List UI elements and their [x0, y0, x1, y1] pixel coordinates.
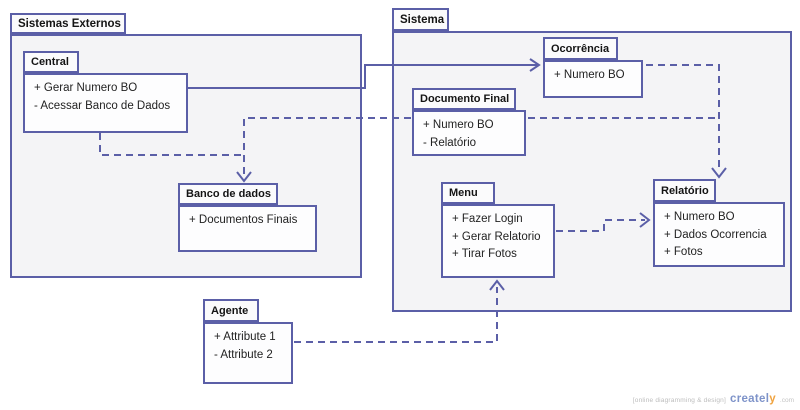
- watermark-caption: [online diagramming & design]: [632, 397, 727, 404]
- class-banco-de-dados-title: Banco de dados: [178, 183, 278, 205]
- class-central-body: + Gerar Numero BO - Acessar Banco de Dad…: [23, 73, 188, 133]
- class-relatorio-title: Relatório: [653, 179, 716, 202]
- attribute: + Gerar Numero BO: [34, 82, 138, 94]
- class-documento-final-title: Documento Final: [412, 88, 516, 110]
- attribute: + Dados Ocorrencia: [664, 228, 767, 241]
- package-label: Sistema: [400, 13, 445, 26]
- package-label: Sistemas Externos: [18, 17, 121, 30]
- class-central-title: Central: [23, 51, 79, 73]
- class-menu-title: Menu: [441, 182, 495, 204]
- attribute: + Fazer Login: [452, 213, 523, 225]
- class-agente-title: Agente: [203, 299, 259, 322]
- class-documento-final-body: + Numero BO - Relatório: [412, 110, 526, 156]
- class-ocorrencia-title: Ocorrência: [543, 37, 618, 60]
- attribute: + Attribute 1: [214, 331, 276, 343]
- watermark-suffix: .com: [779, 397, 794, 404]
- attribute: + Numero BO: [554, 69, 625, 81]
- attribute: - Acessar Banco de Dados: [34, 99, 171, 112]
- attribute: - Relatório: [423, 136, 477, 149]
- class-ocorrencia-body: + Numero BO: [543, 60, 643, 98]
- class-relatorio-body: + Numero BO + Dados Ocorrencia + Fotos: [653, 202, 785, 267]
- class-agente-body: + Attribute 1 - Attribute 2: [203, 322, 293, 384]
- attribute: + Numero BO: [423, 119, 494, 131]
- package-sistema-tab: Sistema: [392, 8, 449, 31]
- attribute: + Documentos Finais: [189, 214, 298, 226]
- creately-logo[interactable]: creately: [730, 393, 776, 405]
- class-banco-de-dados-body: + Documentos Finais: [178, 205, 317, 252]
- package-sistemas-externos-tab: Sistemas Externos: [10, 13, 126, 34]
- attribute: + Numero BO: [664, 211, 735, 223]
- attribute: + Fotos: [664, 246, 703, 258]
- attribute: + Gerar Relatorio: [452, 230, 541, 243]
- attribute: - Attribute 2: [214, 348, 273, 361]
- class-menu-body: + Fazer Login + Gerar Relatorio + Tirar …: [441, 204, 555, 278]
- attribute: + Tirar Fotos: [452, 248, 517, 260]
- creately-watermark[interactable]: [online diagramming & design] creately .…: [633, 393, 794, 405]
